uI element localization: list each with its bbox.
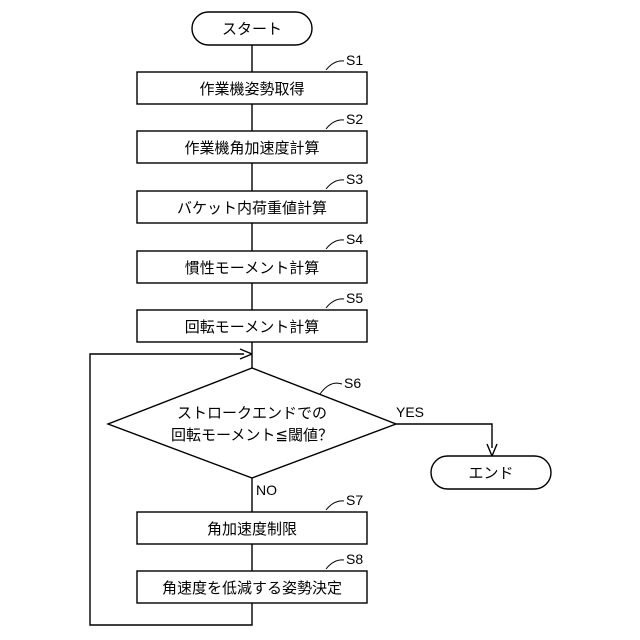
step-label: 作業機角加速度計算: [184, 139, 319, 157]
step-id: S1: [346, 52, 363, 68]
step-id: S3: [346, 171, 363, 187]
connector-s6-end: [396, 424, 492, 448]
end-label: エンド: [468, 464, 513, 482]
step-id: S2: [346, 111, 363, 127]
step-leader: [326, 240, 344, 249]
step-label: 作業機姿勢取得: [199, 80, 304, 98]
step-id: S5: [346, 290, 363, 306]
yes-label: YES: [396, 404, 424, 420]
start-label: スタート: [222, 20, 282, 38]
step-leader: [326, 560, 344, 569]
decision-line-1: ストロークエンドでの: [177, 404, 327, 422]
step-label: 慣性モーメント計算: [185, 259, 319, 277]
start-terminal: スタート: [192, 12, 312, 45]
step-id: S6: [344, 375, 361, 391]
step-label: 角速度を低減する姿勢決定: [162, 579, 342, 597]
step-label: 回転モーメント計算: [185, 318, 319, 336]
step-id: S4: [346, 231, 363, 247]
step-label: バケット内荷重値計算: [177, 199, 327, 217]
step-id: S8: [346, 551, 363, 567]
end-terminal: エンド: [431, 456, 551, 489]
step-leader: [326, 180, 344, 189]
step-leader: [326, 120, 344, 129]
step-leader: [326, 299, 344, 308]
step-leader: [326, 61, 344, 70]
step-leader: [320, 383, 342, 394]
step-label: 角加速度制限: [207, 520, 297, 538]
no-label: NO: [256, 482, 277, 498]
step-leader: [326, 501, 344, 510]
decision-s6: ストロークエンドでの 回転モーメント≦閾値？ S6 YES NO: [108, 368, 424, 498]
step-id: S7: [346, 492, 363, 508]
decision-line-2: 回転モーメント≦閾値？: [171, 426, 333, 444]
